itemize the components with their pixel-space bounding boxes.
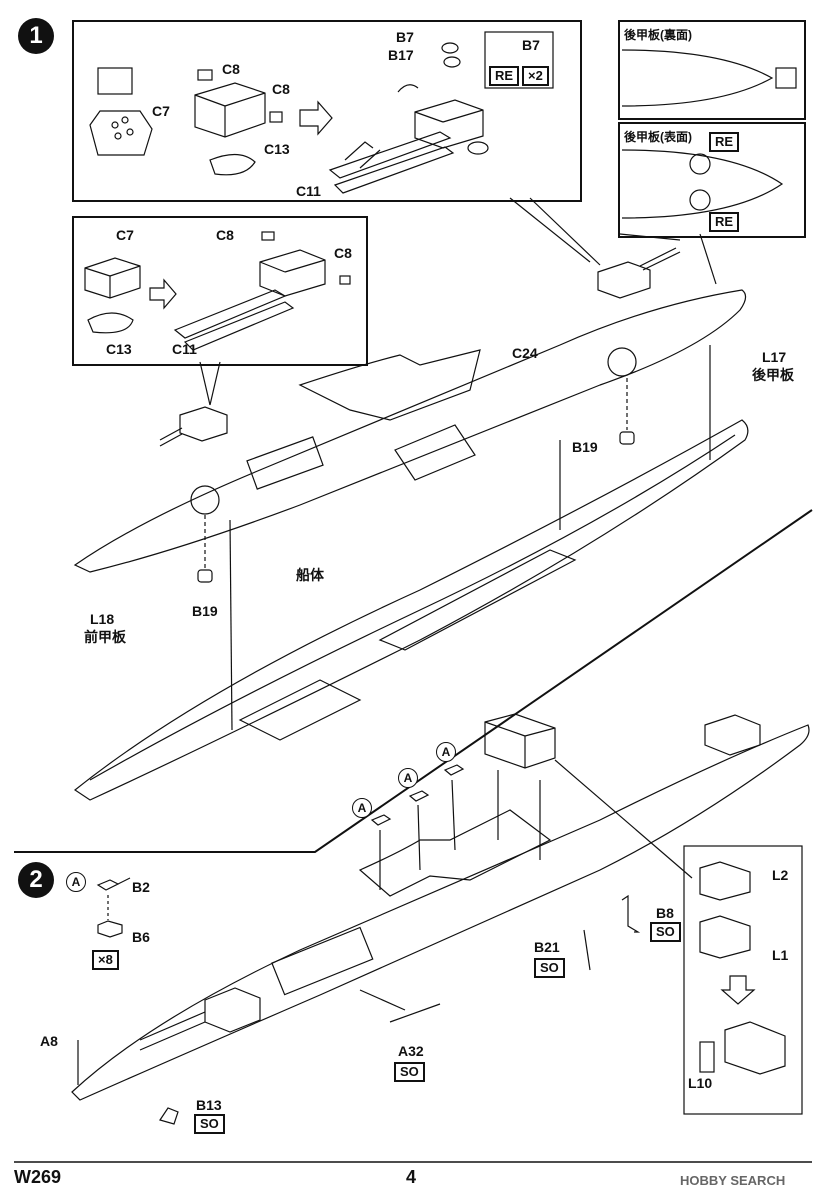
part-l18-jp: 前甲板 bbox=[84, 629, 126, 645]
re-tag-top: RE bbox=[489, 66, 520, 87]
part-b2: B2 bbox=[132, 879, 150, 895]
page-number: 4 bbox=[406, 1167, 417, 1187]
step-2-badge: 2 bbox=[18, 862, 54, 898]
watermark: HOBBY SEARCH bbox=[680, 1173, 786, 1188]
part-c8-c: C8 bbox=[216, 227, 234, 243]
part-b7-a: B7 bbox=[396, 29, 414, 45]
part-l1: L1 bbox=[772, 947, 789, 963]
part-c7-a: C7 bbox=[152, 103, 170, 119]
callout-a-3: A bbox=[436, 742, 456, 762]
callout-a-1: A bbox=[352, 798, 372, 818]
x2-tag: ×2 bbox=[522, 66, 549, 87]
rear-deck-bottom-inset bbox=[618, 20, 806, 120]
so-tag-b21: SO bbox=[534, 958, 565, 979]
part-c13-a: C13 bbox=[264, 141, 290, 157]
rear-deck-top-title: 後甲板(表面) bbox=[624, 130, 692, 144]
turret-detail-box bbox=[72, 20, 582, 202]
part-hull: 船体 bbox=[296, 567, 324, 583]
part-c11-a: C11 bbox=[296, 183, 321, 199]
part-l2: L2 bbox=[772, 867, 789, 883]
part-c8-a: C8 bbox=[222, 61, 240, 77]
callout-a-detail: A bbox=[66, 872, 86, 892]
part-b6: B6 bbox=[132, 929, 150, 945]
part-l17-jp: 後甲板 bbox=[752, 367, 794, 383]
part-b21: B21 bbox=[534, 939, 560, 955]
rear-deck-bottom-title: 後甲板(裏面) bbox=[624, 28, 692, 42]
part-c8-d: C8 bbox=[334, 245, 352, 261]
front-turret-detail-box bbox=[72, 216, 368, 366]
part-l10: L10 bbox=[688, 1075, 713, 1091]
so-tag-b13: SO bbox=[194, 1114, 225, 1135]
part-l18: L18 bbox=[90, 611, 115, 627]
part-b19-b: B19 bbox=[192, 603, 218, 619]
part-a8: A8 bbox=[40, 1033, 58, 1049]
re-tag-rear-a: RE bbox=[709, 132, 740, 153]
so-tag-b8: SO bbox=[650, 922, 681, 943]
part-b13: B13 bbox=[196, 1097, 222, 1113]
callout-a-2: A bbox=[398, 768, 418, 788]
part-l17: L17 bbox=[762, 349, 787, 365]
part-c24: C24 bbox=[512, 345, 538, 361]
part-c13-b: C13 bbox=[106, 341, 132, 357]
re-tag-rear-b: RE bbox=[709, 212, 740, 233]
part-c7-b: C7 bbox=[116, 227, 134, 243]
part-c11-b: C11 bbox=[172, 341, 197, 357]
part-b8: B8 bbox=[656, 905, 674, 921]
part-a32: A32 bbox=[398, 1043, 424, 1059]
x8-tag: ×8 bbox=[92, 950, 119, 971]
part-b7-b: B7 bbox=[522, 37, 540, 53]
part-b19-a: B19 bbox=[572, 439, 598, 455]
part-c8-b: C8 bbox=[272, 81, 290, 97]
so-tag-a32: SO bbox=[394, 1062, 425, 1083]
page-code: W269 bbox=[14, 1167, 62, 1187]
step-1-badge: 1 bbox=[18, 18, 54, 54]
part-b17: B17 bbox=[388, 47, 414, 63]
